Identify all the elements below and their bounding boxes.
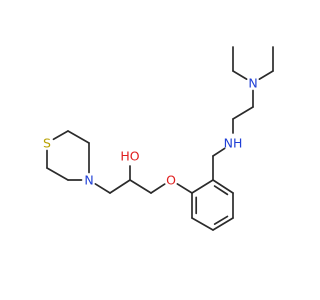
- bond-n_h-c_benzyl: [212, 147, 226, 157]
- atom-label-s_ring: S: [43, 136, 51, 151]
- bond-c_ar4-c_ar5: [191, 217, 214, 231]
- bond-c_och2-c_choh: [129, 179, 152, 194]
- bond-c_eth1-c_eth2: [232, 106, 254, 120]
- bond-c_ar3-c_ar4: [212, 217, 234, 231]
- structure-diagram: N NH O HO N S: [43, 46, 274, 231]
- atom-label-n_ring: N: [84, 173, 93, 188]
- bond-o_ether-c_och2: [150, 183, 166, 194]
- bond-c_r1-c_r2: [46, 167, 69, 181]
- bond-c_ar6-o_ether: [176, 183, 193, 194]
- bond-c_choh-c_nch2: [109, 179, 131, 194]
- atom-label-o_ether: O: [166, 173, 176, 188]
- bond-c_ar1-c_ar2: [212, 179, 234, 194]
- bond-s_ring-c_r3: [52, 130, 69, 141]
- atom-label-layer: N NH O HO N S: [43, 76, 258, 188]
- atom-label-n_amine: N: [248, 76, 257, 91]
- bond-layer: [46, 46, 274, 231]
- bond-c_r3-c_r4: [67, 130, 90, 144]
- bond-c_nch2-n_ring: [94, 183, 111, 194]
- atom-label-n_h: NH: [224, 136, 243, 151]
- bond-c_ar6-c_ar1: [191, 179, 214, 194]
- bond-c_et1-n_amine: [232, 70, 248, 80]
- atom-label-o_hydroxyl: HO: [120, 149, 139, 164]
- bond-inner-c_ar3-c_ar4: [213, 215, 229, 225]
- bond-n_amine-c_et2: [258, 70, 274, 80]
- bond-inner-c_ar1-c_ar2: [213, 185, 229, 196]
